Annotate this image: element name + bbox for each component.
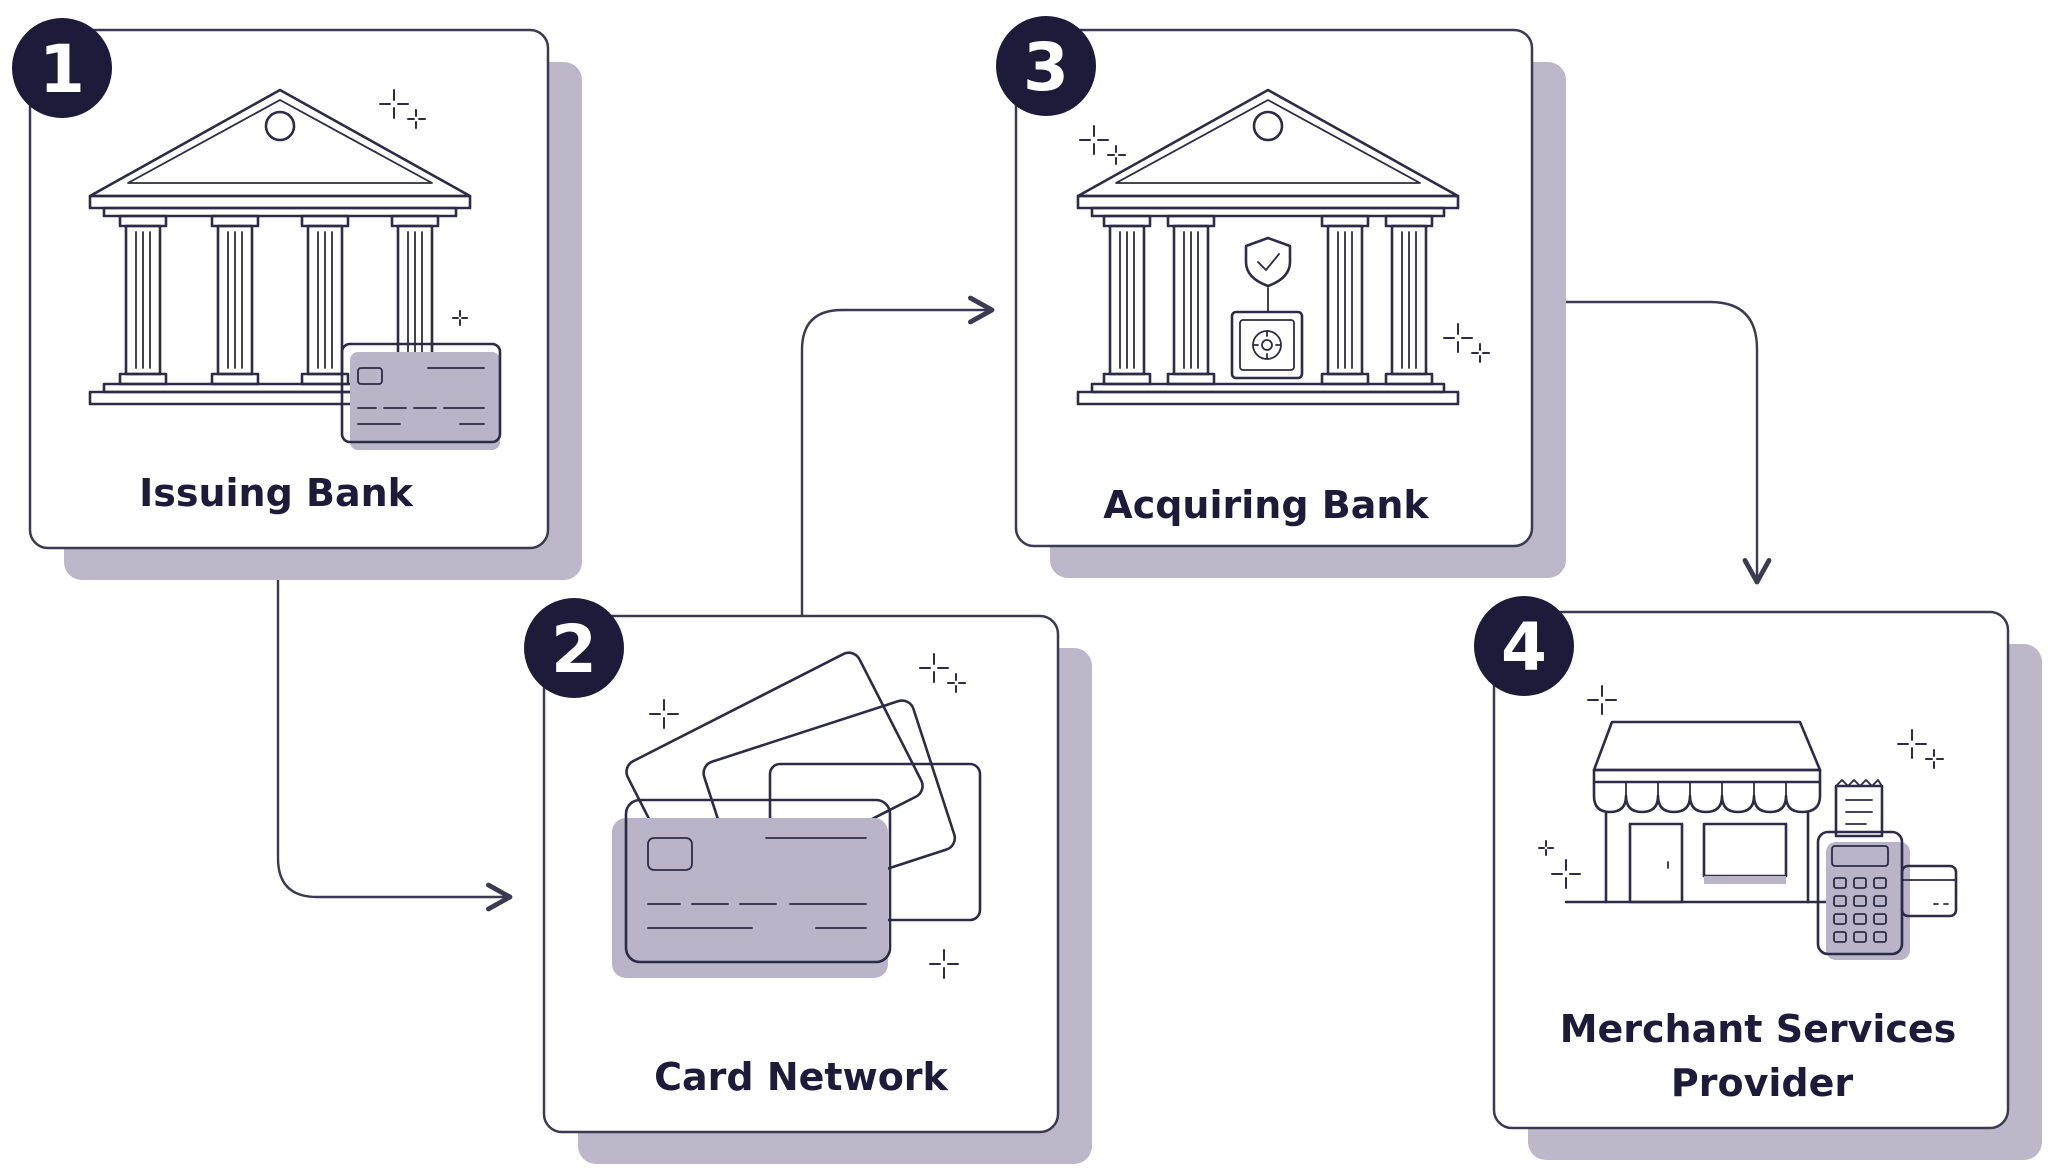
bank-icon bbox=[1076, 88, 1460, 406]
step-badge-1: 1 bbox=[12, 18, 112, 118]
step-card-merchant-services-provider: Merchant Services Provider bbox=[1492, 610, 2042, 1160]
connector-issuing-to-network bbox=[276, 546, 513, 912]
connector-network-to-acquiring bbox=[800, 295, 995, 618]
credit-cards-stack-icon bbox=[612, 651, 982, 978]
step-card-acquiring-bank: Acquiring Bank bbox=[1014, 28, 1566, 578]
bank-icon bbox=[88, 88, 472, 406]
svg-text:3: 3 bbox=[1023, 29, 1069, 106]
step-title-merchant-services-provider-line2: Provider bbox=[1671, 1061, 1853, 1105]
step-title-acquiring-bank: Acquiring Bank bbox=[1103, 483, 1429, 527]
flow-connectors bbox=[276, 295, 1772, 912]
svg-text:1: 1 bbox=[39, 31, 85, 108]
step-badge-2: 2 bbox=[524, 598, 624, 698]
connector-acquiring-to-merchant bbox=[1530, 300, 1772, 585]
svg-text:4: 4 bbox=[1501, 609, 1547, 686]
credit-card-icon bbox=[340, 342, 502, 450]
step-title-card-network: Card Network bbox=[654, 1055, 948, 1099]
step-card-issuing-bank: Issuing Bank bbox=[28, 28, 582, 580]
svg-text:2: 2 bbox=[551, 611, 597, 688]
step-card-card-network: Card Network bbox=[542, 614, 1092, 1164]
keypad bbox=[1833, 877, 1887, 943]
step-title-issuing-bank: Issuing Bank bbox=[139, 471, 414, 515]
card-panel bbox=[1014, 28, 1534, 548]
pos-terminal-icon bbox=[1816, 779, 1958, 960]
shield-check-icon bbox=[1244, 236, 1292, 313]
step-badge-3: 3 bbox=[996, 16, 1096, 116]
step-badge-4: 4 bbox=[1474, 596, 1574, 696]
storefront-icon bbox=[1564, 720, 1832, 904]
step-title-merchant-services-provider: Merchant Services bbox=[1560, 1007, 1957, 1051]
vault-safe-icon bbox=[1230, 310, 1304, 380]
card-panel bbox=[1492, 610, 2010, 1130]
bank-columns bbox=[1102, 214, 1434, 386]
